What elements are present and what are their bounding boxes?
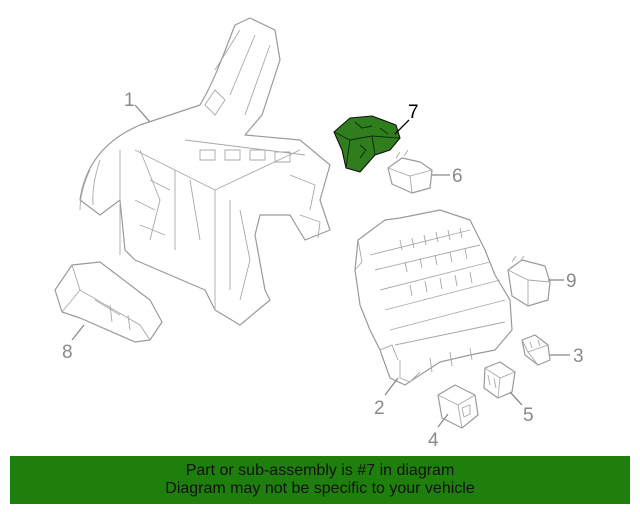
callout-4: 4: [428, 430, 439, 451]
callout-1: 1: [124, 90, 135, 111]
parts-diagram: 1 2 3 4 5 6 7 8 9: [54, 17, 584, 451]
leader-lines: [71, 104, 570, 428]
callout-7: 7: [408, 102, 419, 123]
leader-1: [134, 104, 151, 123]
leader-4: [437, 413, 449, 428]
part-6-relay: [387, 149, 433, 194]
part-1-bracket: [79, 17, 331, 326]
leader-7: [394, 119, 410, 135]
part-7-highlighted-bracket: [333, 115, 401, 173]
callout-3: 3: [573, 346, 584, 367]
leader-8: [71, 324, 85, 341]
part-5-fuse: [483, 361, 516, 399]
callout-2: 2: [374, 398, 385, 419]
banner-part-note: Part or sub-assembly is #7 in diagram: [185, 462, 455, 479]
part-4-relay: [437, 384, 479, 429]
part-3-connector: [521, 334, 551, 366]
part-8-tray: [54, 261, 163, 343]
callout-5: 5: [523, 405, 534, 426]
part-9-relay: [507, 255, 551, 307]
callout-9: 9: [566, 271, 577, 292]
callout-6: 6: [452, 166, 463, 187]
part-2-fuse-block: [354, 209, 513, 386]
info-banner: Part or sub-assembly is #7 in diagram Di…: [10, 456, 630, 504]
callout-8: 8: [62, 342, 73, 363]
leader-5: [509, 391, 523, 406]
leader-2: [384, 377, 399, 396]
banner-disclaimer: Diagram may not be specific to your vehi…: [165, 480, 475, 497]
